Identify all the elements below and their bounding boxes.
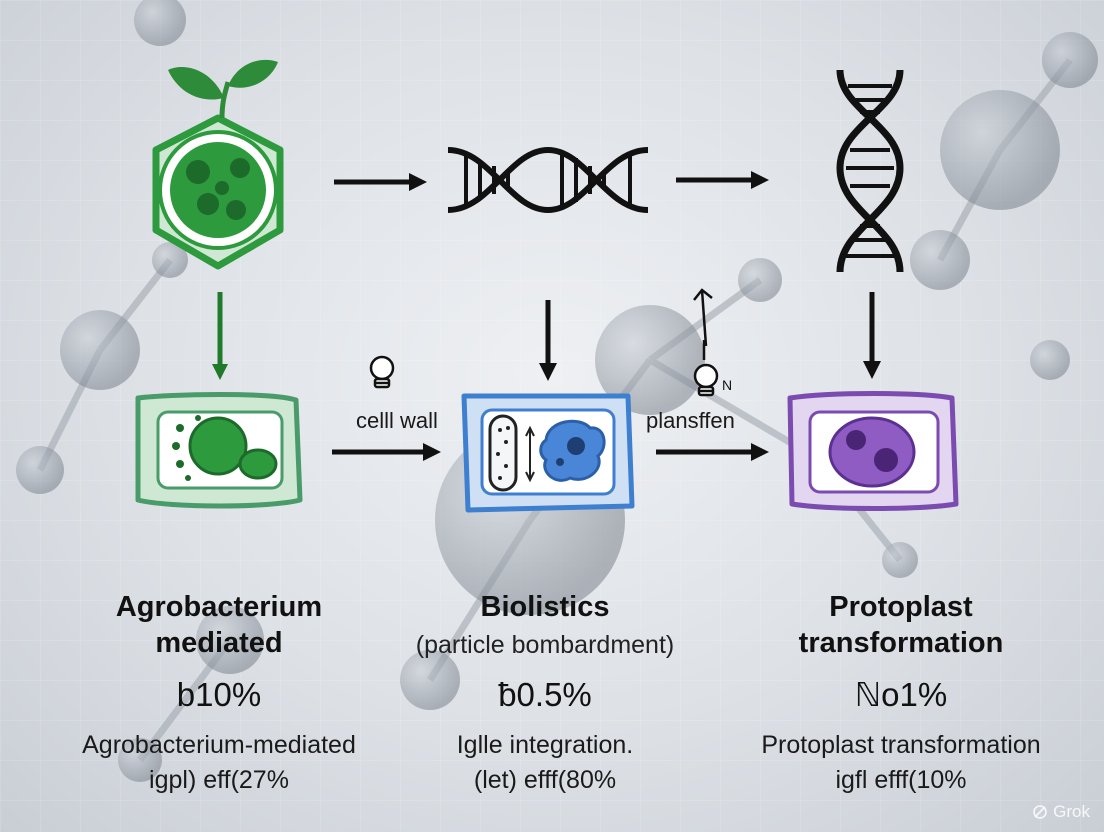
watermark-text: Grok [1053, 802, 1090, 821]
svg-text:N: N [722, 377, 732, 393]
dna-helix-icon [447, 146, 649, 214]
method-percent: ƀ0.5% [498, 676, 592, 713]
method-title-line2: transformation [798, 627, 1004, 659]
method-title: Agrobacterium [115, 591, 323, 623]
plant-cell-icon [152, 114, 284, 270]
arrow-label-cell-wall: celll wall [356, 408, 438, 433]
protoplast-cell [787, 391, 959, 511]
method-title: Biolistics [480, 591, 610, 623]
method-description-line2: igfl efff(10% [835, 766, 967, 794]
method-subtitle: (particle bombardment) [415, 631, 675, 659]
dna-helix-vertical-icon [836, 69, 904, 273]
watermark: Grok [1032, 802, 1090, 822]
method-description: Agrobacterium-mediated [82, 731, 356, 759]
grok-logo-icon [1033, 805, 1047, 819]
bulb-icon [369, 355, 395, 389]
method-title: Protoplast [829, 591, 973, 623]
method-percent: ℕo1% [854, 676, 948, 713]
method-percent: b10% [176, 676, 262, 713]
leaf-icon [168, 59, 278, 119]
method-title-line2: mediated [155, 627, 283, 659]
arrow-label-plansffen: plansffen [646, 408, 735, 433]
method-description-line2: igpl) eff(27% [149, 766, 289, 794]
bulb-icon [693, 288, 719, 397]
method-description-line2: (let) efff(80% [473, 766, 617, 794]
agrobacterium-cell [135, 392, 303, 509]
biolistics-cell [461, 393, 635, 513]
method-description: Iglle integration. [456, 731, 634, 759]
method-description: Protoplast transformation [761, 731, 1041, 759]
